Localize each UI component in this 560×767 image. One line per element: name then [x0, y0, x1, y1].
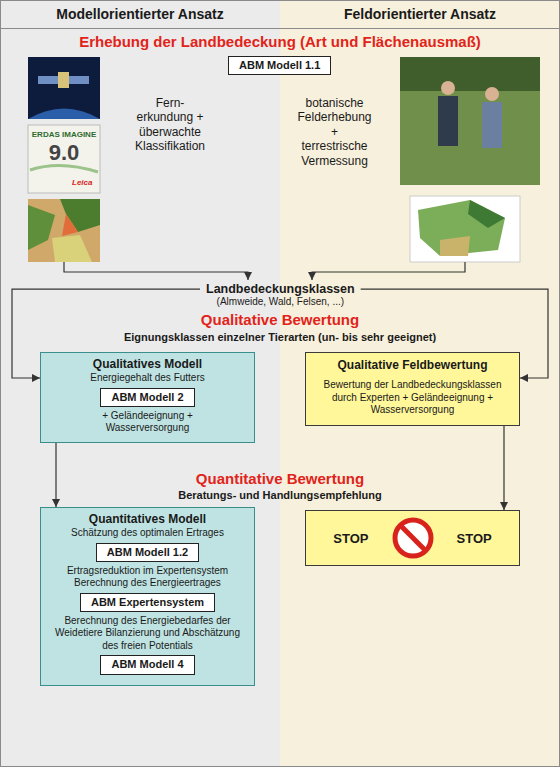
- satellite-image: [28, 57, 100, 119]
- flow-arrow: [64, 262, 248, 280]
- field-panel: Qualitative FeldbewertungBewertung der L…: [305, 352, 520, 426]
- survey-map: [410, 196, 520, 262]
- node-title: Qualitatives Modell: [93, 357, 202, 372]
- node-text: (Almweide, Wald, Felsen, ...): [206, 296, 355, 308]
- stop-panel: STOP STOP: [305, 510, 520, 566]
- model-column: [0, 0, 280, 767]
- solar-panel: [38, 76, 58, 84]
- rock-patch: [62, 214, 78, 236]
- forest-patch: [28, 205, 55, 250]
- satellite-sky: [28, 57, 100, 119]
- person-body: [482, 102, 502, 148]
- satellite-body: [58, 72, 69, 88]
- map-ground: [410, 196, 520, 262]
- tree-line: [400, 57, 540, 91]
- person-body: [438, 96, 458, 146]
- node-text: Energiegehalt des Futters: [90, 372, 205, 385]
- field-photo: [400, 57, 540, 185]
- solar-panel: [69, 76, 89, 84]
- column-heading: Modellorientierter Ansatz: [0, 6, 280, 23]
- model-box: ABM Modell 1.1: [228, 56, 331, 75]
- section-heading: Quantitative Bewertung: [0, 470, 560, 488]
- flow-arrow: [312, 262, 465, 280]
- node-title: Landbedeckungsklassen: [206, 282, 355, 296]
- node-text: Schätzung des optimalen Ertrages: [71, 527, 224, 540]
- node-text: + Geländeeignung + Wasserversorgung: [90, 410, 205, 435]
- subheading: Eignungsklassen einzelner Tierarten (un-…: [0, 331, 560, 344]
- model-box: ABM Modell 1.2: [96, 543, 199, 562]
- node-title: ABM Modell 1.2: [107, 546, 188, 559]
- node-title: ABM Modell 4: [111, 658, 183, 671]
- meadow: [400, 57, 540, 185]
- logo-swoosh: [30, 165, 98, 172]
- field-column: [280, 0, 560, 767]
- header-rule: [0, 28, 560, 29]
- node-title: ABM Expertensystem: [91, 596, 204, 609]
- node-title: ABM Modell 1.1: [239, 59, 320, 72]
- node-title: STOP: [333, 531, 368, 546]
- class-junction: Landbedeckungsklassen(Almweide, Wald, Fe…: [200, 281, 361, 309]
- flow-arrow: [55, 443, 56, 507]
- earth-limb: [28, 109, 100, 120]
- prohibition-sign: [391, 516, 435, 560]
- node-text: Bewertung der Landbedeckungsklassen durc…: [314, 379, 511, 417]
- model-panel: Quantitatives ModellSchätzung des optima…: [40, 507, 255, 686]
- model-panel: Qualitatives ModellEnergiegehalt des Fut…: [40, 352, 255, 443]
- image-text: 9.0: [28, 140, 100, 166]
- section-heading: Erhebung der Landbedeckung (Art und Fläc…: [0, 33, 560, 51]
- model-box: ABM Expertensystem: [80, 593, 215, 612]
- pasture-patch: [52, 235, 92, 262]
- sign-ring: [395, 520, 431, 556]
- node-text: STOP: [457, 531, 492, 546]
- node-title: Qualitative Feldbewertung: [337, 358, 487, 373]
- node-text: Berechnung des Energiebedarfes der Weide…: [49, 615, 246, 653]
- forest-area: [468, 200, 505, 228]
- model-box: ABM Modell 4: [100, 655, 194, 674]
- sign-bar: [400, 525, 425, 550]
- image-text: ERDAS IMAGINE: [28, 130, 100, 140]
- screenshot-ground: [28, 125, 100, 193]
- node-title: ABM Modell 2: [111, 391, 183, 404]
- flow-arrow: [503, 426, 504, 511]
- classified-map: [28, 199, 100, 262]
- column-heading: Feldorientierter Ansatz: [280, 6, 560, 23]
- map-ground: [28, 199, 100, 262]
- node-text: Ertragsreduktion im Expertensystem Berec…: [49, 565, 246, 590]
- person-head: [485, 87, 499, 101]
- model-box: ABM Modell 2: [100, 388, 194, 407]
- person-head: [441, 81, 455, 95]
- image-text: Leica: [72, 178, 92, 188]
- subheading: Beratungs- und Handlungsempfehlung: [0, 489, 560, 502]
- method-note: Fern- erkundung + überwachte Klassifikat…: [134, 96, 206, 154]
- method-note: botanische Felderhebung + terrestrische …: [297, 96, 372, 168]
- section-heading: Qualitative Bewertung: [0, 311, 560, 329]
- rock-area: [440, 236, 470, 256]
- pasture-area: [418, 200, 505, 256]
- node-title: Quantitatives Modell: [89, 512, 206, 527]
- software-screenshot: [28, 125, 100, 193]
